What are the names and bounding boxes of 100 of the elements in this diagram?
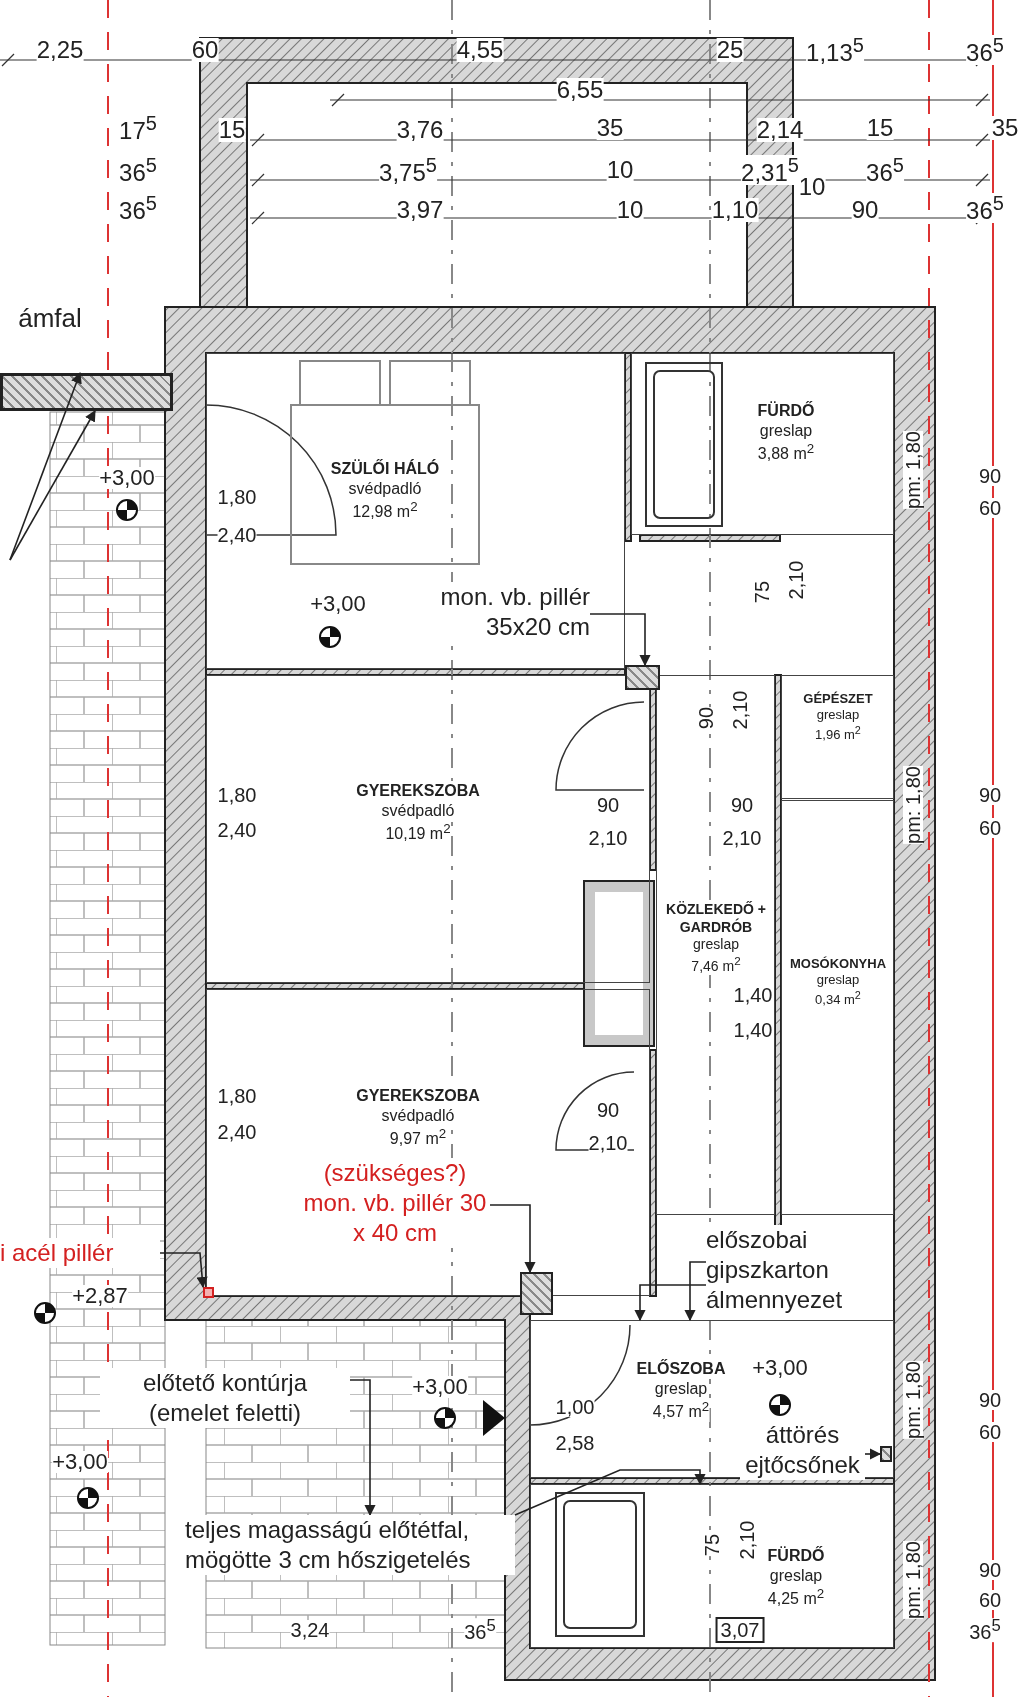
dimension-text: 10 — [606, 158, 634, 182]
dimension-text: 90 — [596, 795, 620, 815]
dimension-text: 2,40 — [217, 525, 257, 545]
dimension-text: 90 — [978, 466, 1002, 486]
dimension-text: 1,80 — [217, 487, 257, 507]
dimension-text: 60 — [978, 1590, 1002, 1610]
dimension-text: 2,40 — [217, 1122, 257, 1142]
leader-line — [489, 1204, 536, 1274]
dimension-text: 6,55 — [556, 78, 604, 102]
dimension-text: 15 — [218, 118, 246, 142]
room-name: GYEREKSZOBA — [356, 1086, 480, 1106]
dimension-text: 36$^{5}$ — [464, 1618, 496, 1642]
dimension-text: pm: 1,80 — [903, 1361, 923, 1439]
room-name: GYEREKSZOBA — [356, 781, 480, 801]
dimension-text: 90 — [978, 1560, 1002, 1580]
terrace-beam — [0, 373, 173, 411]
level-text: +3,00 — [412, 1376, 468, 1398]
dimension-text: 35 — [991, 116, 1019, 140]
dimension-text: 2,10 — [786, 560, 806, 600]
dimension-text: 90 — [978, 785, 1002, 805]
dimension-text: 15 — [866, 116, 894, 140]
boxed-number: 3,07 — [715, 1617, 765, 1643]
leader-line — [514, 1469, 706, 1516]
level-text: +3,00 — [310, 593, 366, 615]
leader-line — [864, 1448, 882, 1460]
dimension-text: 90 — [851, 198, 879, 222]
dimension-text: 2,10 — [722, 828, 762, 848]
room-outline — [781, 800, 894, 1215]
annotation-text: i acél pillér — [0, 1238, 160, 1268]
room-name: ELŐSZOBA — [636, 1359, 726, 1379]
area-text: 1,96 m$^{2}$ — [815, 723, 861, 744]
dimension-text: 75 — [752, 580, 772, 604]
dimension-text: 2,10 — [588, 1133, 628, 1153]
dimension-text: pm: 1,80 — [903, 1541, 923, 1619]
dimension-text: 25 — [716, 38, 744, 62]
dimension-text: 1,00 — [555, 1397, 595, 1417]
dimension-text: 2,25 — [36, 38, 84, 62]
floor-material-text: greslap — [769, 1566, 823, 1586]
level-text: +3,00 — [99, 467, 155, 489]
leader-line — [349, 1379, 376, 1517]
floor-material-text: svédpadló — [381, 1106, 455, 1126]
area-text: 7,46 m$^{2}$ — [691, 953, 741, 975]
pipe-opening — [880, 1446, 892, 1462]
dimension-text: 60 — [191, 38, 219, 62]
dimension-text: pm: 1,80 — [903, 431, 923, 509]
dimension-text: 3,76 — [396, 118, 444, 142]
dimension-text: 60 — [978, 818, 1002, 838]
floor-material-text: greslap — [759, 421, 813, 441]
area-text: 0,34 m$^{2}$ — [815, 988, 861, 1009]
level-text: +3,00 — [52, 1451, 108, 1473]
dimension-text: 1,80 — [217, 1086, 257, 1106]
dimension-text: 75 — [702, 1533, 722, 1557]
dimension-text: 2,58 — [555, 1433, 595, 1453]
steel-column-mark — [203, 1287, 214, 1298]
dimension-text: 2,31$^{5}$ — [741, 155, 799, 185]
dimension-text: 2,40 — [217, 820, 257, 840]
dimension-text: 60 — [978, 1422, 1002, 1442]
room-outline — [631, 353, 894, 535]
level-text: +2,87 — [72, 1285, 128, 1307]
dimension-text: pm: 1,80 — [903, 766, 923, 844]
dimension-text: 90 — [596, 1100, 620, 1120]
dimension-text: 2,10 — [588, 828, 628, 848]
dimension-text: 90 — [696, 706, 716, 730]
floor-material-text: greslap — [693, 936, 739, 954]
level-text: +3,00 — [752, 1357, 808, 1379]
dimension-text: 36$^{5}$ — [966, 35, 1004, 65]
room-outline — [781, 675, 894, 799]
leader-line — [589, 613, 651, 667]
dimension-text: 36$^{5}$ — [966, 193, 1004, 223]
leader-line — [159, 1252, 208, 1289]
floor-material-text: greslap — [816, 707, 860, 724]
dimension-text: 3,24 — [290, 1620, 330, 1640]
dimension-text: 90 — [730, 795, 754, 815]
dimension-text: 2,10 — [737, 1520, 757, 1560]
column-block — [520, 1272, 553, 1315]
room-outline — [206, 353, 625, 669]
floor-material-text: svédpadló — [381, 801, 455, 821]
leader-line — [684, 1261, 707, 1322]
dimension-text: 4,55 — [456, 38, 504, 62]
dimension-text: 10 — [616, 198, 644, 222]
dimension-text: 36$^{5}$ — [969, 1618, 1001, 1642]
leader-line — [634, 1284, 707, 1322]
dimension-text: 90 — [978, 1390, 1002, 1410]
floor-material-text: greslap — [654, 1379, 708, 1399]
dimension-text: 2,14 — [756, 118, 804, 142]
annotation-text: előtető kontúrja (emelet feletti) — [100, 1368, 350, 1428]
wardrobe-niche — [585, 882, 653, 1045]
dimension-text: 2,10 — [730, 690, 750, 730]
dimension-text: 60 — [978, 498, 1002, 518]
dimension-text: 1,40 — [733, 985, 773, 1005]
column-block — [625, 665, 660, 690]
dimension-text: 1,10 — [711, 198, 759, 222]
leader-line — [9, 410, 96, 561]
floor-material-text: svédpadló — [348, 479, 422, 499]
dimension-text: 35 — [596, 116, 624, 140]
dimension-text: 1,40 — [733, 1020, 773, 1040]
dimension-text: 3,75$^{5}$ — [379, 155, 437, 185]
annotation-text: teljes magasságú előtétfal, mögötte 3 cm hőszigetelés — [185, 1515, 515, 1575]
area-text: 4,57 m$^{2}$ — [652, 1399, 710, 1423]
floor-material-text: greslap — [816, 972, 860, 989]
